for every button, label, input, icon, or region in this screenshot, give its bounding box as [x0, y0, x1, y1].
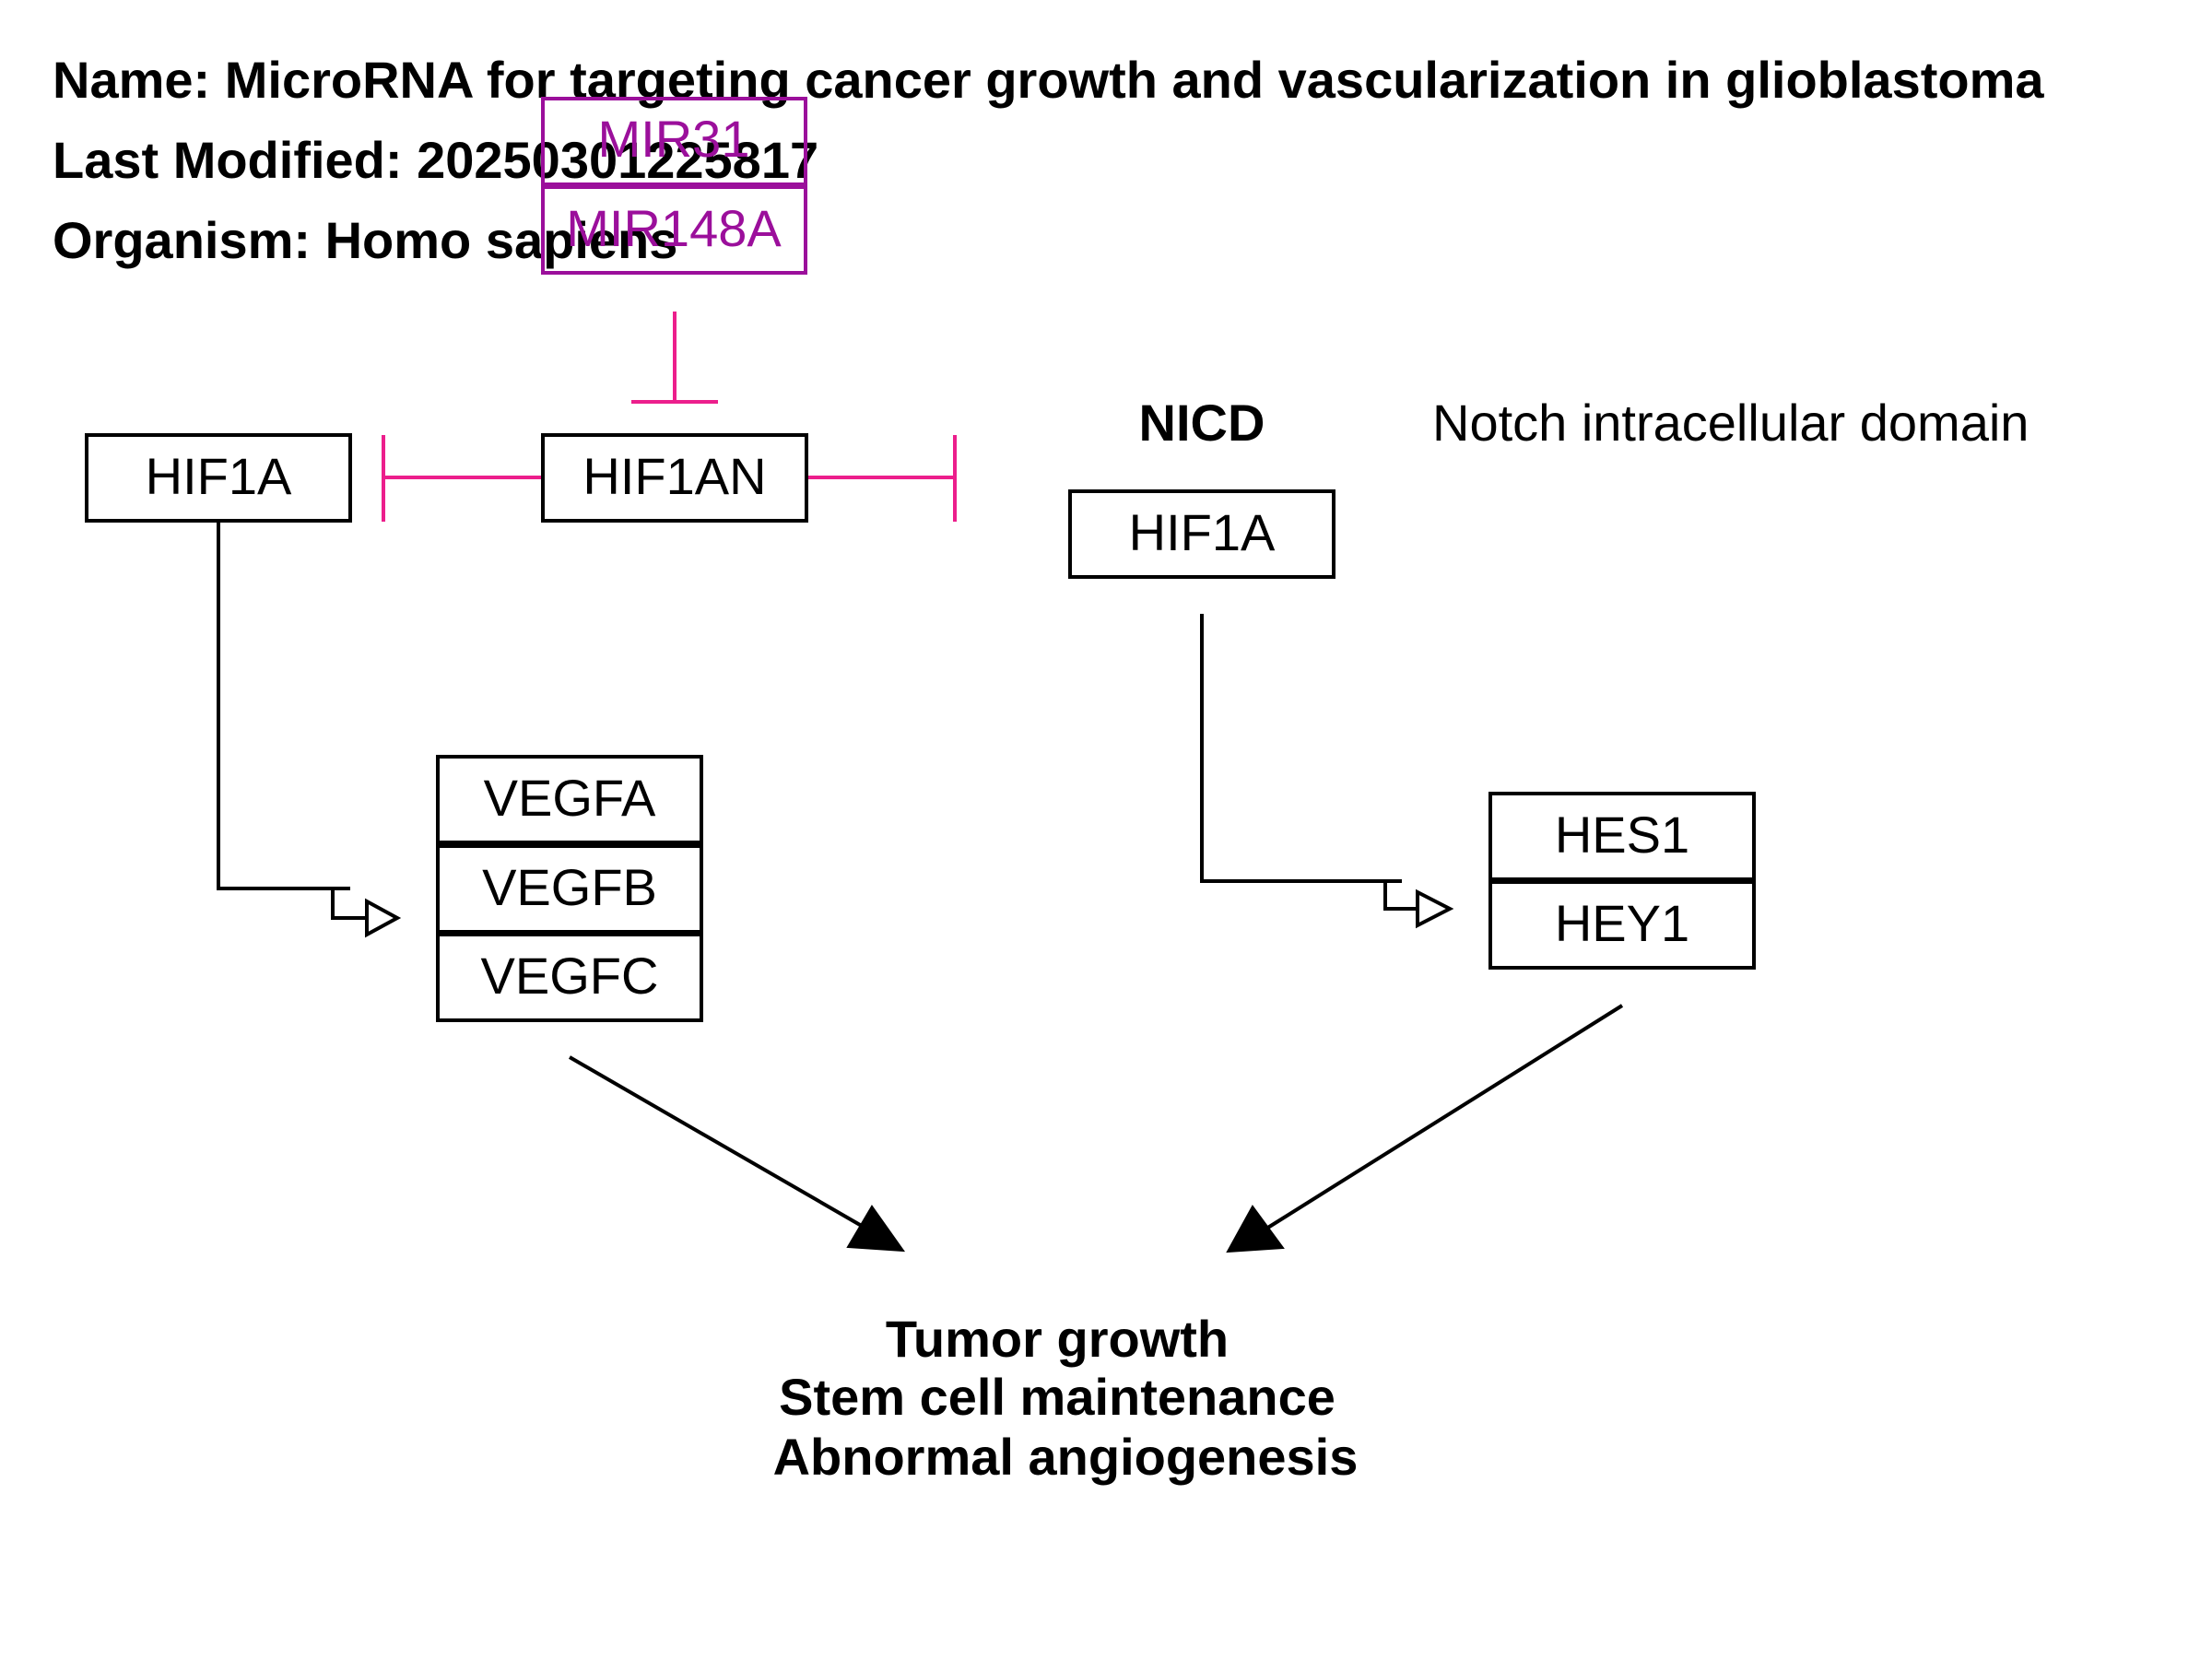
hes-hey-to-outcome-edge: [1226, 1004, 1624, 1253]
vegf-group: VEGFA VEGFB VEGFC: [436, 755, 703, 1022]
arrowhead: [846, 1205, 906, 1253]
transcription-arrowhead: [365, 898, 402, 938]
vegfa-label: VEGFA: [484, 769, 656, 827]
hey1-box[interactable]: [1488, 880, 1756, 970]
hif1an-box[interactable]: [541, 433, 808, 523]
mir31-label: MIR31: [598, 110, 750, 168]
hes1-label: HES1: [1555, 806, 1689, 864]
hey1-label: HEY1: [1555, 894, 1689, 952]
mir148a-label: MIR148A: [566, 199, 782, 257]
nicd-label: NICD: [1139, 394, 1265, 452]
hif1an-label: HIF1AN: [582, 447, 766, 505]
hif1a-to-vegf-edge: [217, 522, 402, 938]
notch-intracellular-domain-label: Notch intracellular domain: [1432, 394, 2029, 452]
hif1an-inhibits-hif1a-left-edge: [382, 435, 543, 522]
transcription-arrowhead: [1416, 888, 1454, 929]
hif1an-inhibits-nicd-edge: [806, 435, 957, 522]
hif1a-left-box[interactable]: [85, 433, 352, 523]
hes-hey-group: HES1 HEY1: [1488, 792, 1756, 970]
vegfc-label: VEGFC: [481, 947, 659, 1005]
vegf-to-outcome-edge: [568, 1055, 906, 1253]
mirna-group: MIR31 MIR148A: [541, 97, 807, 275]
outcome-tumor-growth: Tumor growth: [886, 1310, 1229, 1368]
mir148a-box[interactable]: [541, 185, 807, 275]
hif1a-left-label: HIF1A: [146, 447, 292, 505]
last-modified: Last Modified: 20250301225817: [53, 131, 818, 189]
hes1-box[interactable]: [1488, 792, 1756, 881]
mir31-box[interactable]: [541, 97, 807, 186]
hif1a-to-hes-hey-edge: [1200, 614, 1454, 929]
vegfc-box[interactable]: [436, 933, 703, 1022]
hif1a-right-box[interactable]: [1068, 489, 1335, 579]
vegfb-label: VEGFB: [482, 858, 657, 916]
hif1a-right-label: HIF1A: [1129, 503, 1276, 561]
pathway-name: Name: MicroRNA for targeting cancer grow…: [53, 51, 2044, 109]
outcome-abnormal-angiogenesis: Abnormal angiogenesis: [773, 1428, 1359, 1486]
vegfa-box[interactable]: [436, 755, 703, 844]
vegfb-box[interactable]: [436, 844, 703, 934]
outcome-stem-cell-maintenance: Stem cell maintenance: [779, 1368, 1335, 1426]
organism: Organism: Homo sapiens: [53, 211, 677, 269]
mirna-inhibition-edge: [631, 312, 718, 404]
arrowhead: [1226, 1205, 1285, 1253]
